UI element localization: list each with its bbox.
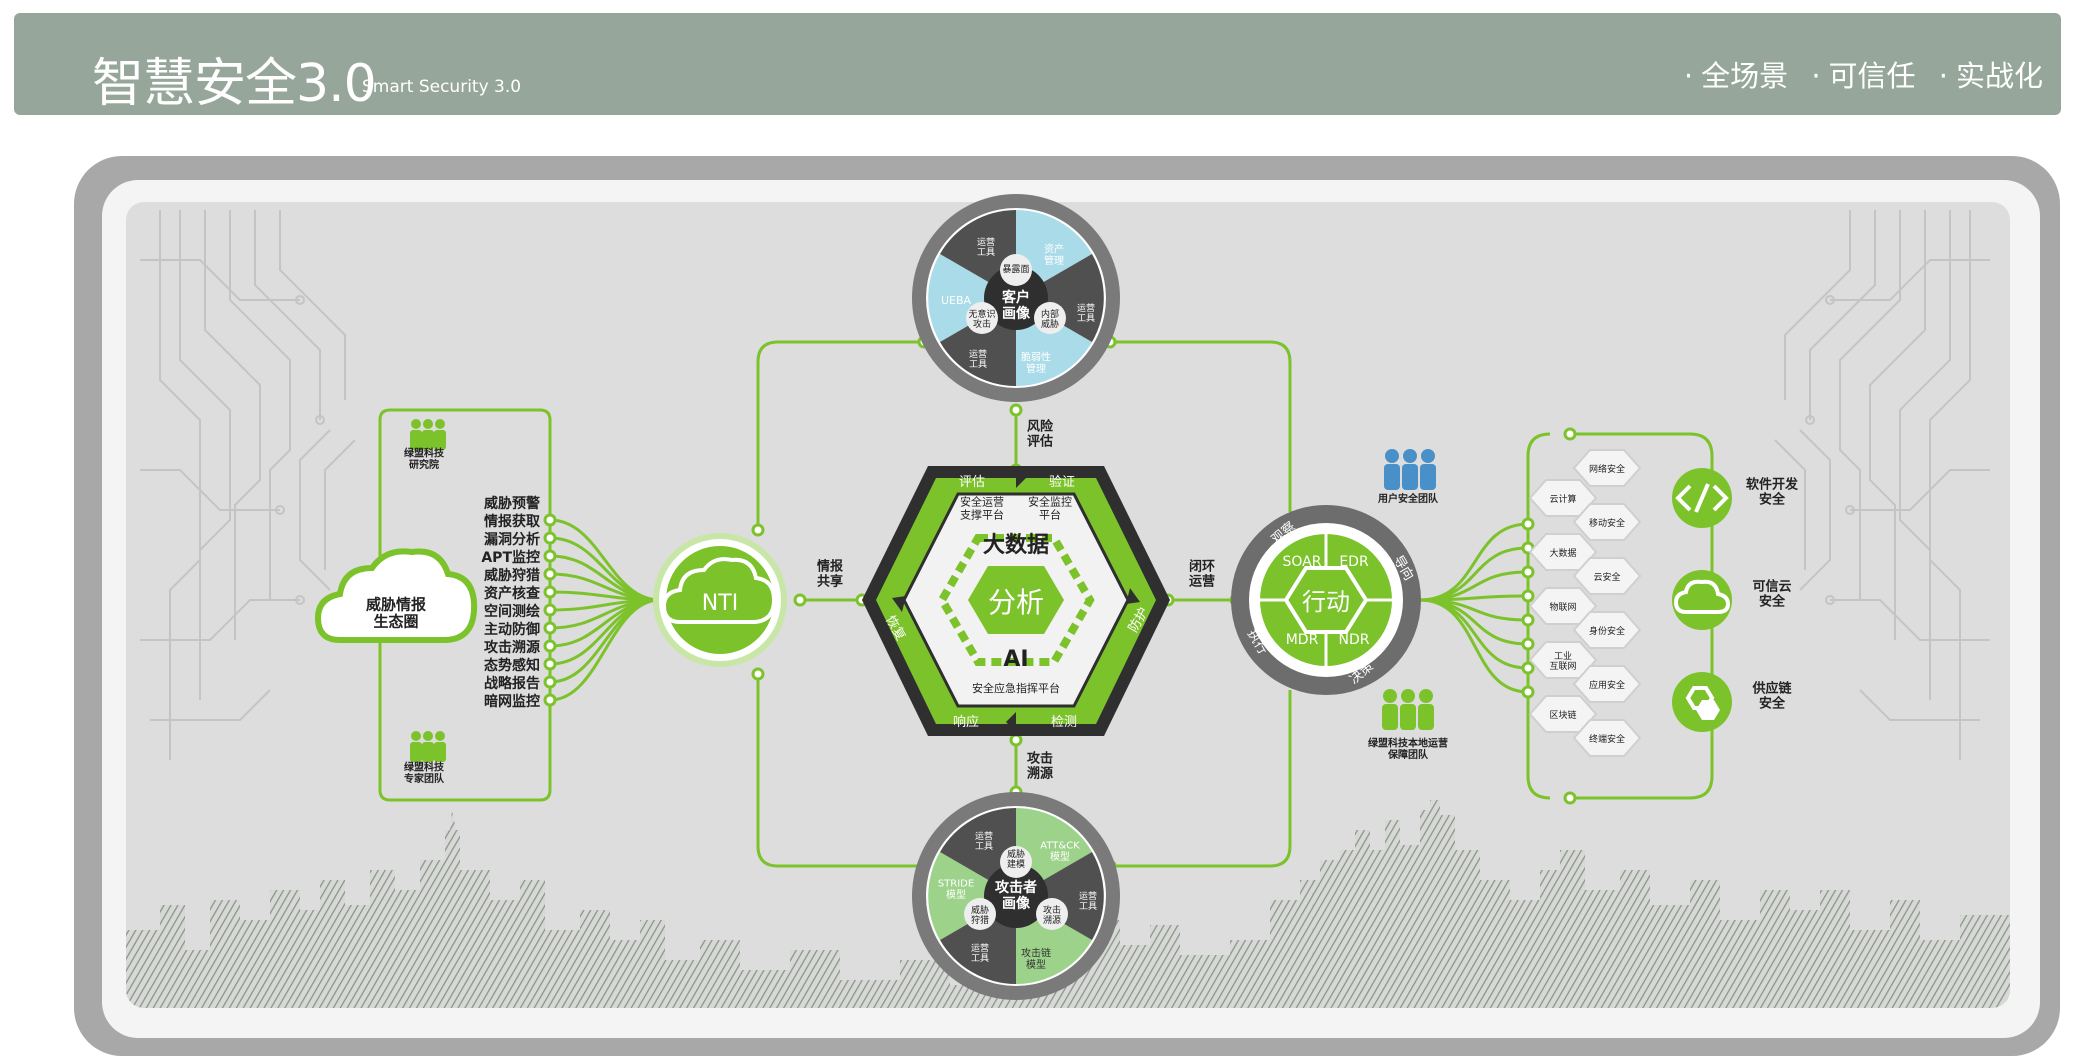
capability-item: 威胁预警 [484,495,540,512]
capability-item: 态势感知 [484,657,540,674]
attacker-outer-item: 运营工具 [1079,890,1097,912]
team-experts-label: 绿盟科技专家团队 [404,760,445,785]
bigdata-label: 大数据 [983,532,1049,558]
platform-label: 安全运营支撑平台 [960,495,1004,522]
scenario-item: 物联网 [1549,601,1576,613]
attacker-inner-item: 攻击溯源 [1043,904,1061,926]
action-center-label: 行动 [1302,588,1350,616]
capability-item: 攻击溯源 [484,639,540,656]
attack-trace-label: 攻击溯源 [1027,751,1053,782]
security-item: 网络安全 [1589,463,1625,475]
header-banner: 智慧安全3.0 Smart Security 3.0 ·全场景 ·可信任 ·实战… [14,13,2061,115]
customer-outer-item: 运营工具 [969,348,987,370]
circuit-decoration-left [140,210,356,760]
pillar-icons [1672,468,1732,732]
customer-outer-item: 运营工具 [1077,302,1095,324]
platform-label: 安全监控平台 [1028,495,1072,522]
attacker-profile-center: 攻击者画像 [995,879,1037,912]
risk-assessment-label: 风险评估 [1027,419,1054,450]
cycle-step: 验证 [1049,474,1075,490]
security-item: 移动安全 [1589,517,1625,529]
pillar-label: 供应链安全 [1751,681,1792,712]
capability-item: 资产核查 [484,585,541,602]
attacker-inner-item: 威胁狩猎 [971,904,989,926]
page-subtitle: Smart Security 3.0 [362,77,522,97]
capability-item: 情报获取 [484,513,541,530]
action-tool: EDR [1339,554,1369,570]
circuit-decoration-right [1774,210,1990,760]
local-ops-team-label: 绿盟科技本地运营保障团队 [1368,736,1448,761]
attacker-outer-item: 运营工具 [975,830,993,852]
action-tool: NDR [1339,632,1370,648]
customer-inner-item: 无意识攻击 [968,308,995,330]
attacker-outer-item: 攻击链模型 [1021,946,1051,971]
nti-label: NTI [702,591,738,616]
people-icon [410,419,446,450]
team-research-label: 绿盟科技研究院 [404,446,445,471]
attacker-inner-item: 威胁建模 [1007,848,1025,870]
action-tool: SOAR [1283,554,1322,570]
capability-item: 主动防御 [484,621,540,638]
scenario-item: 大数据 [1549,547,1576,559]
security-item: 应用安全 [1589,679,1625,691]
local-ops-team-icon [1382,689,1434,730]
page-title: 智慧安全3.0 [92,54,377,114]
diagram-labels: 威胁情报生态圈绿盟科技研究院绿盟科技专家团队威胁预警情报获取漏洞分析APT监控威… [366,236,1799,971]
security-item: 终端安全 [1589,733,1625,745]
customer-outer-item: 运营工具 [977,236,995,258]
team-experts [410,731,446,762]
cycle-step: 响应 [953,714,979,730]
scenario-item: 区块链 [1549,709,1576,721]
pillar-label: 软件开发安全 [1746,477,1799,508]
customer-profile-center: 客户画像 [1001,289,1031,322]
customer-profile-wheel [912,194,1120,402]
analysis-label: 分析 [988,586,1044,619]
user-team-label: 用户安全团队 [1377,492,1439,505]
intel-share-label: 情报共享 [817,559,844,590]
nti-node: NTI [653,533,787,667]
attacker-profile-wheel [912,792,1120,1000]
center-hexagon [862,466,1170,736]
cycle-step: 评估 [959,475,985,490]
scenario-item: 云计算 [1549,493,1576,505]
cycle-step: 检测 [1051,715,1077,730]
header-tags: ·全场景 ·可信任 ·实战化 [1670,53,2043,95]
user-team-icon [1384,449,1436,490]
customer-outer-item: UEBA [941,294,972,307]
customer-inner-item: 内部威胁 [1041,308,1059,330]
security-item: 云安全 [1593,571,1620,583]
security-item: 身份安全 [1589,625,1625,637]
header-tag: ·全场景 [1683,59,1789,93]
scenario-item: 工业互联网 [1549,651,1576,672]
people-icon [410,731,446,762]
capability-item: 威胁狩猎 [484,567,540,584]
threat-intel-cloud-label: 威胁情报生态圈 [366,595,426,630]
header-tag: ·可信任 [1811,59,1916,93]
attacker-outer-item: 运营工具 [971,942,989,964]
capability-item: APT监控 [481,549,540,566]
capability-item: 漏洞分析 [484,531,540,548]
action-tool: MDR [1286,632,1319,648]
customer-outer-item: 资产管理 [1044,242,1064,267]
customer-outer-item: 脆弱性管理 [1021,350,1051,375]
threat-intel-cloud [314,548,478,643]
action-circle [1231,505,1421,695]
customer-inner-item: 暴露面 [1002,264,1029,275]
capability-item: 战略报告 [484,675,540,692]
capability-item: 空间测绘 [484,603,540,620]
scenario-panel [1528,449,1642,757]
pillar-label: 可信云安全 [1752,579,1791,610]
team-research [410,419,446,450]
cloud-icon [1672,570,1732,630]
ai-label: AI [1003,647,1028,672]
city-skyline [126,800,2010,1008]
closed-loop-label: 闭环运营 [1189,559,1215,590]
capability-item: 暗网监控 [484,693,540,710]
header-tag: ·实战化 [1938,59,2043,93]
platform-label: 安全应急指挥平台 [972,681,1060,695]
